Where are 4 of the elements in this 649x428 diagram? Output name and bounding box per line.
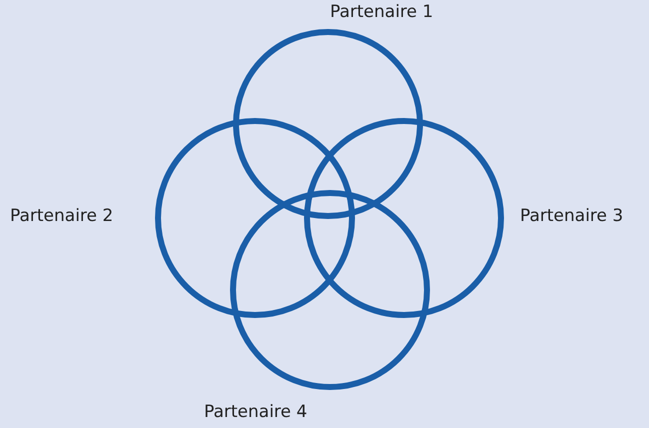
partner-label: Partenaire 3 <box>520 206 624 226</box>
partner-label: Partenaire 4 <box>204 402 308 422</box>
partner-label: Partenaire 1 <box>330 2 434 22</box>
partner-label: Partenaire 2 <box>10 206 114 226</box>
